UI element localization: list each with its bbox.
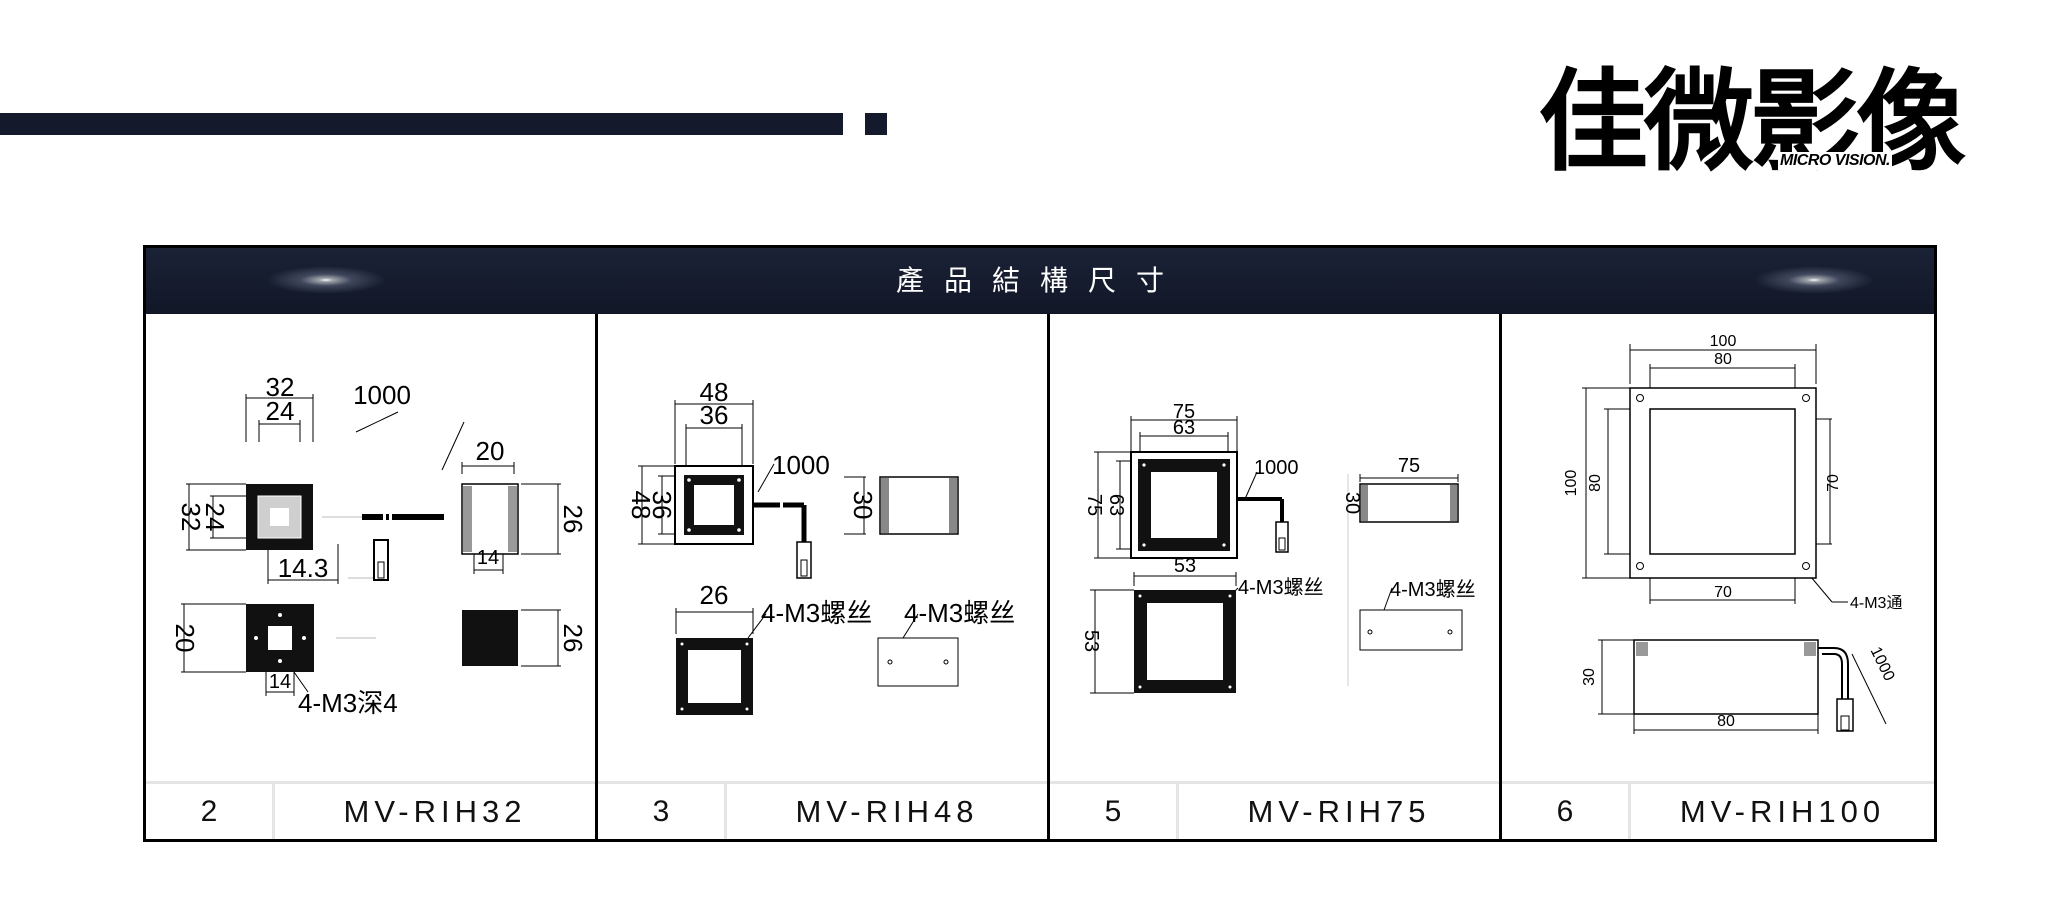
dim-base-w: 26 (700, 580, 729, 610)
column-divider (1047, 781, 1050, 839)
dim-screw-front: 4-M3螺丝 (1238, 576, 1324, 599)
dim-inner: 36 (700, 400, 729, 430)
dim-screw-back: 4-M3螺丝 (1390, 578, 1476, 601)
header-bar (0, 113, 843, 135)
product-drawing-rih48: 48 36 48 36 1000 30 26 4-M3螺丝 4-M3螺丝 (598, 314, 1050, 781)
header-glow-right (1754, 266, 1874, 294)
dim-screw-back: 4-M3螺丝 (904, 598, 1015, 628)
column-divider (595, 781, 598, 839)
dim-bottom-w: 80 (1717, 713, 1735, 730)
product-model: MV-RIH48 (795, 794, 979, 829)
product-index: 2 (146, 784, 275, 839)
product-model: MV-RIH100 (1679, 794, 1886, 829)
product-index: 5 (1050, 784, 1179, 839)
dim-inner-w: 14 (477, 547, 499, 569)
product-index: 3 (598, 784, 727, 839)
product-row-rih32: 2 MV-RIH32 (146, 781, 595, 839)
column-divider (1499, 781, 1502, 839)
dim-base-h: 20 (170, 624, 200, 653)
dim-right-h: 70 (1825, 474, 1842, 492)
dim-side-inner: 80 (1587, 474, 1604, 492)
dim-outer: 100 (1710, 333, 1737, 350)
dim-inner: 63 (1173, 417, 1195, 439)
product-row-rih100: 6 MV-RIH100 (1502, 781, 1934, 839)
dim-outer: 32 (266, 372, 295, 402)
dim-base-w: 14 (269, 671, 291, 693)
dim-side-inner: 63 (1105, 494, 1127, 516)
product-dimension-panel: 產品結構尺寸 (143, 245, 1937, 842)
brand-logo: 佳微影像 MICRO VISION. (1538, 58, 1966, 186)
dim-cable: 1000 (1254, 457, 1299, 479)
dim-back-h: 26 (558, 624, 588, 653)
dim-side-outer: 75 (1083, 494, 1105, 516)
brand-name-cn: 佳微影像 (1538, 58, 1966, 186)
dim-outer: 75 (1173, 401, 1195, 423)
dim-side-w: 75 (1398, 455, 1420, 477)
product-drawing-rih75: 75 63 75 63 1000 30 75 53 53 4-M3螺丝 4-M3… (1050, 314, 1502, 781)
section-title: 產品結構尺寸 (895, 264, 1184, 297)
product-model: MV-RIH32 (343, 794, 527, 829)
product-row-rih75: 5 MV-RIH75 (1050, 781, 1499, 839)
dim-height: 30 (1341, 492, 1363, 514)
header-bar-square (865, 113, 887, 135)
dim-height-side: 26 (558, 505, 588, 534)
dim-base-w: 53 (1174, 555, 1196, 577)
dim-side-outer: 48 (626, 491, 656, 520)
dim-cable: 1000 (772, 450, 830, 480)
dim-screw-front: 4-M3螺丝 (761, 598, 872, 628)
dim-offset: 14.3 (278, 553, 329, 583)
dim-cable: 1000 (1867, 644, 1898, 684)
dim-height: 30 (848, 491, 878, 520)
dim-side-outer: 100 (1563, 470, 1580, 497)
product-model: MV-RIH75 (1247, 794, 1431, 829)
dim-screw: 4-M3通 (1850, 594, 1902, 612)
dim-side-inner: 36 (647, 491, 677, 520)
dim-side-outer: 32 (176, 503, 206, 532)
section-header: 產品結構尺寸 (146, 248, 1934, 314)
product-row-rih48: 3 MV-RIH48 (598, 781, 1047, 839)
product-drawing-rih32: 32 24 32 24 1000 20 26 14.3 20 4-M3深4 26… (146, 314, 598, 781)
dim-outer: 48 (700, 377, 729, 407)
dim-screw: 4-M3深4 (298, 688, 398, 718)
dim-inner: 80 (1714, 351, 1732, 368)
dim-hole-w: 70 (1714, 584, 1732, 601)
brand-name-en: MICRO VISION. (1778, 152, 1892, 170)
header-glow-left (266, 266, 386, 294)
dim-side-inner: 24 (200, 503, 230, 532)
dim-height: 20 (476, 436, 505, 466)
dim-cable: 1000 (353, 380, 411, 410)
product-index: 6 (1502, 784, 1631, 839)
dim-inner: 24 (266, 396, 295, 426)
dim-base-h: 53 (1080, 630, 1102, 652)
dim-height: 30 (1581, 668, 1598, 686)
product-drawing-rih100: 100 80 100 80 70 70 4-M3通 30 80 1000 (1502, 314, 1937, 781)
